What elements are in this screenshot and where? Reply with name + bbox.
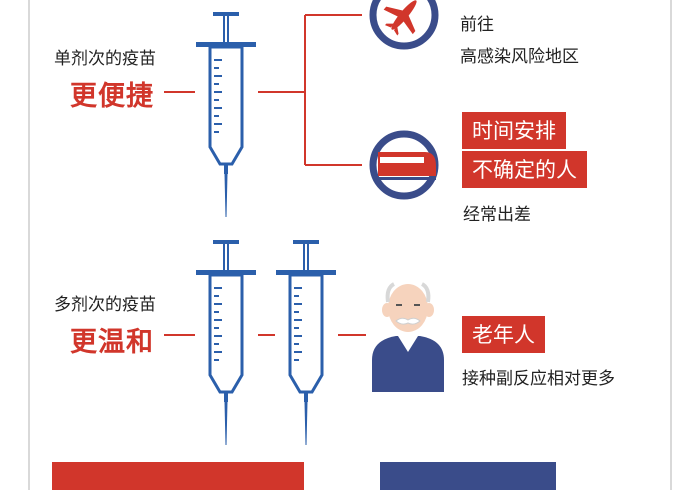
single-dose-highlight: 更便捷 bbox=[70, 81, 154, 112]
syringe-single-icon bbox=[194, 10, 258, 219]
bottom-navy-bar bbox=[380, 462, 556, 490]
right-frame-border bbox=[670, 0, 672, 490]
elderly-note: 接种副反应相对更多 bbox=[462, 369, 615, 389]
elderly-tag: 老年人 bbox=[462, 316, 545, 353]
single-dose-label: 单剂次的疫苗 bbox=[54, 49, 156, 69]
multi-dose-label: 多剂次的疫苗 bbox=[54, 295, 156, 315]
connector-single bbox=[164, 14, 362, 166]
syringe-multi-1-icon bbox=[194, 238, 258, 447]
schedule-note: 经常出差 bbox=[463, 205, 531, 225]
travel-line1: 前往 bbox=[460, 15, 494, 35]
bottom-red-bar bbox=[52, 462, 304, 490]
airplane-icon bbox=[369, 0, 439, 50]
schedule-tag-2: 不确定的人 bbox=[462, 151, 587, 188]
syringe-multi-2-icon bbox=[274, 238, 338, 447]
elderly-person-icon bbox=[372, 282, 444, 392]
multi-dose-highlight: 更温和 bbox=[70, 327, 154, 358]
train-icon bbox=[369, 130, 439, 200]
travel-line2: 高感染风险地区 bbox=[460, 47, 579, 67]
schedule-tag-1: 时间安排 bbox=[462, 112, 566, 149]
left-frame-border bbox=[28, 0, 30, 490]
